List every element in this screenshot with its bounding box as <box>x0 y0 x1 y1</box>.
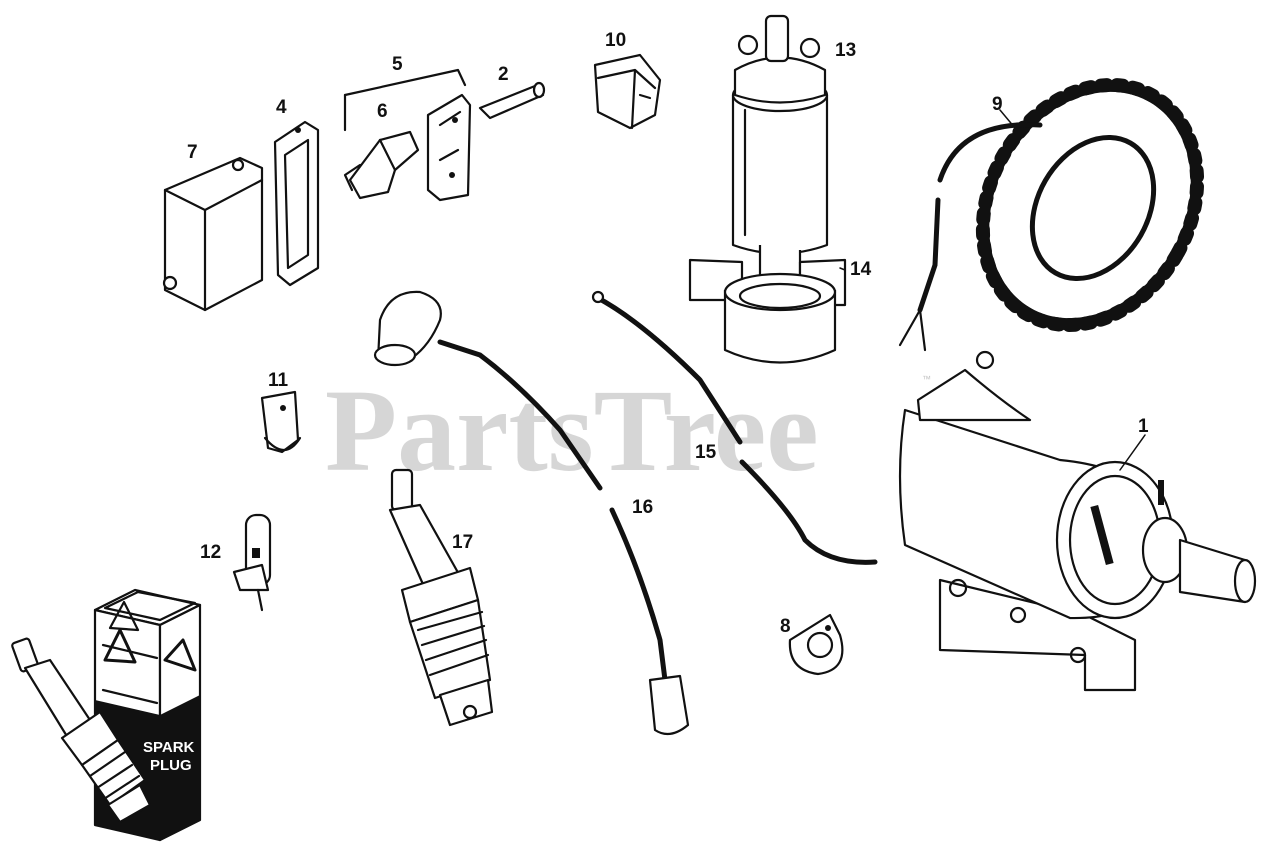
part-8-clamp[interactable] <box>788 613 844 676</box>
callout-14[interactable]: 14 <box>850 259 872 280</box>
callout-13[interactable]: 13 <box>835 40 856 61</box>
callout-17[interactable]: 17 <box>452 532 473 553</box>
callout-9[interactable]: 9 <box>992 94 1003 115</box>
part-13-ignition-coil[interactable] <box>731 14 829 312</box>
package-label-line1: SPARK <box>143 739 195 756</box>
part-17-spark-plug[interactable] <box>388 468 494 727</box>
callout-10[interactable]: 10 <box>605 30 626 51</box>
package-label-line2: PLUG <box>150 757 192 774</box>
part-15-wire[interactable] <box>591 290 878 565</box>
spark-plug-displayed <box>11 637 152 824</box>
part-12-terminal[interactable] <box>232 513 272 612</box>
callout-16[interactable]: 16 <box>632 497 653 518</box>
callout-7[interactable]: 7 <box>187 142 198 163</box>
callout-6[interactable]: 6 <box>377 101 388 122</box>
part-5-bracket[interactable] <box>343 68 472 202</box>
part-11-clip[interactable] <box>260 390 302 454</box>
callout-8[interactable]: 8 <box>780 616 791 637</box>
callout-1[interactable]: 1 <box>1138 416 1149 437</box>
callout-11[interactable]: 11 <box>268 370 289 391</box>
callout-5[interactable]: 5 <box>392 54 403 75</box>
part-10-connector-block[interactable] <box>593 53 662 130</box>
callout-15[interactable]: 15 <box>695 442 717 463</box>
part-6-clip[interactable] <box>343 130 420 200</box>
spark-plug-package: SPARK PLUG <box>93 588 202 842</box>
part-9-stator[interactable] <box>898 46 1240 364</box>
callout-4[interactable]: 4 <box>276 97 287 118</box>
part-16-spark-plug-wire[interactable] <box>373 290 690 736</box>
watermark-trademark: ™ <box>922 374 931 384</box>
callout-12[interactable]: 12 <box>200 542 221 563</box>
part-7-regulator-box[interactable] <box>162 156 264 312</box>
part-4-gasket[interactable] <box>273 120 320 287</box>
part-14-coil-bracket[interactable] <box>688 258 847 364</box>
part-2-pin[interactable] <box>478 81 546 120</box>
callout-2[interactable]: 2 <box>498 64 509 85</box>
part-1-starter-motor[interactable] <box>898 350 1257 692</box>
leader-lines <box>839 109 1146 471</box>
